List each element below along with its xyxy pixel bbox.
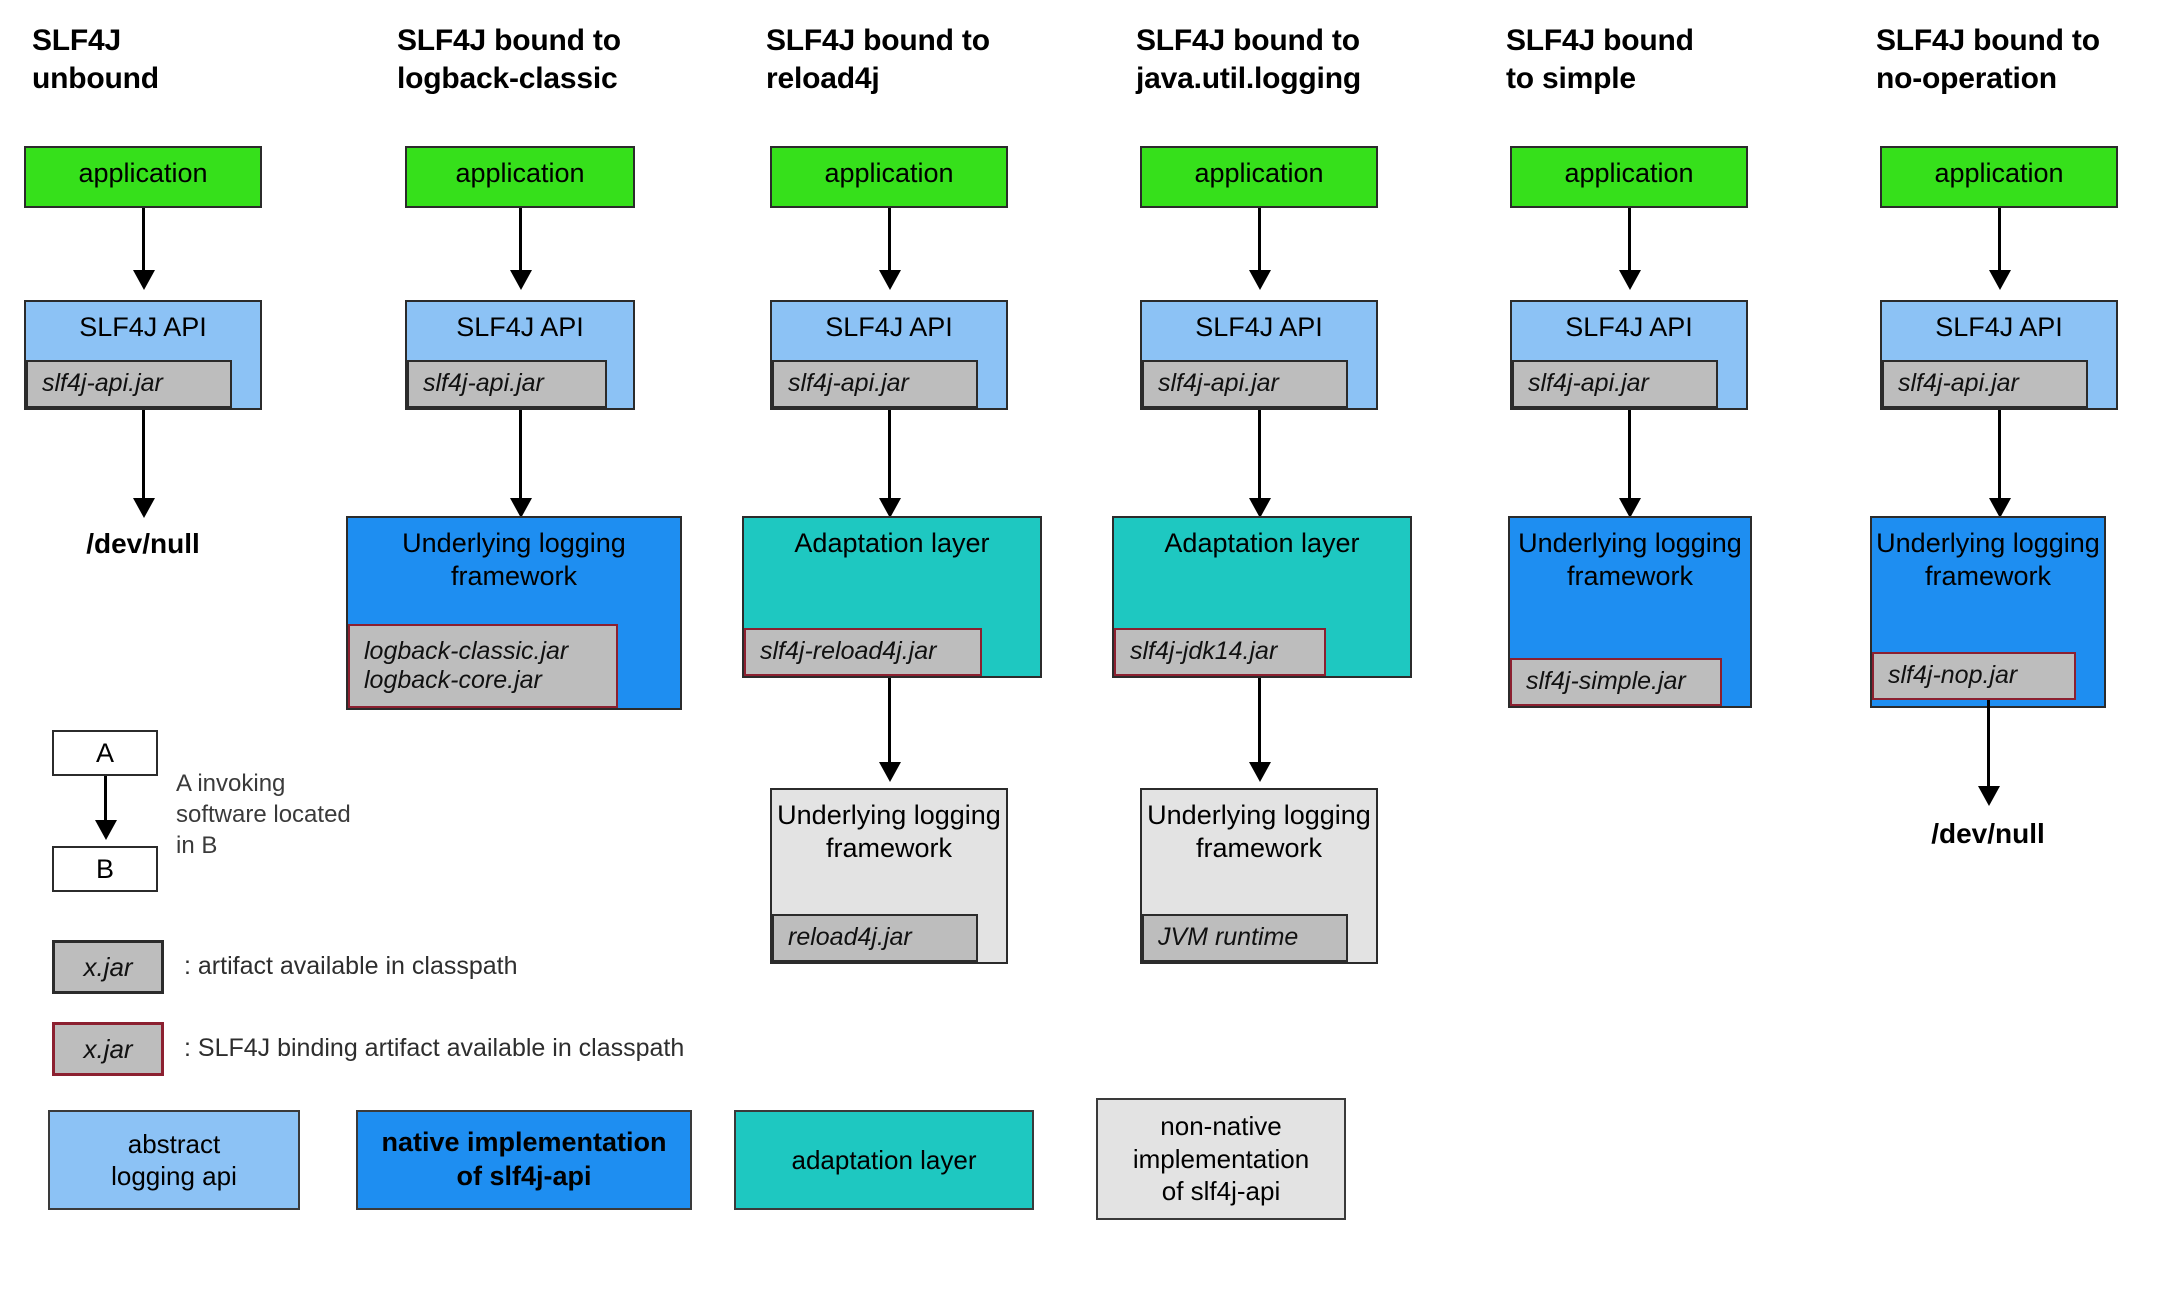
arrow-line (1628, 208, 1631, 272)
arrow-line (1998, 208, 2001, 272)
column-header-reload4j: SLF4J bound to reload4j (766, 24, 990, 96)
jar-chip-slf4j-api: slf4j-api.jar (772, 360, 978, 408)
legend-swatch-label: adaptation layer (791, 1144, 977, 1175)
arrow-head (133, 270, 155, 290)
node-label: Underlying logging framework (1876, 528, 2100, 591)
node-label: application (455, 158, 585, 188)
legend-chip-artifact-label: x.jar (83, 951, 133, 982)
column-header-simple: SLF4J bound to simple (1506, 24, 1694, 96)
node-application-nop: application (1880, 146, 2118, 208)
arrow-head (1249, 270, 1271, 290)
legend-chip-artifact: x.jar (52, 940, 164, 994)
legend-swatch-abstract-api: abstract logging api (48, 1110, 300, 1210)
node-label: SLF4J API (1195, 312, 1323, 342)
node-label: application (1564, 158, 1694, 188)
legend-box-a: A (52, 730, 158, 776)
arrow-line (888, 678, 891, 764)
node-application-reload4j: application (770, 146, 1008, 208)
node-label: Underlying logging framework (1518, 528, 1742, 591)
arrow-line (888, 410, 891, 500)
legend-swatch-label: non-native implementation of slf4j-api (1132, 1111, 1310, 1207)
legend-binding-artifact-description: : SLF4J binding artifact available in cl… (184, 1034, 685, 1062)
legend-box-b-label: B (95, 853, 114, 884)
node-label: SLF4J API (456, 312, 584, 342)
jar-chip-slf4j-nop: slf4j-nop.jar (1872, 652, 2076, 700)
jar-chip-jvm-runtime: JVM runtime (1142, 914, 1348, 962)
arrow-line (888, 208, 891, 272)
arrow-head (1619, 270, 1641, 290)
terminal-dev-null: /dev/null (86, 528, 200, 559)
arrow-head (1249, 762, 1271, 782)
arrow-line (519, 208, 522, 272)
arrow-line (142, 208, 145, 272)
node-label: Underlying logging framework (402, 528, 626, 591)
legend-chip-binding-artifact-label: x.jar (83, 1033, 133, 1064)
jar-chip-slf4j-api: slf4j-api.jar (407, 360, 607, 408)
node-label: SLF4J API (79, 312, 207, 342)
arrow-line (1987, 700, 1990, 788)
node-label: application (78, 158, 208, 188)
legend-swatch-non-native-impl: non-native implementation of slf4j-api (1096, 1098, 1346, 1220)
arrow-line (1258, 208, 1261, 272)
legend-swatch-adaptation-layer: adaptation layer (734, 1110, 1034, 1210)
jar-chip-slf4j-jdk14: slf4j-jdk14.jar (1114, 628, 1326, 676)
jar-chip-slf4j-api: slf4j-api.jar (1142, 360, 1348, 408)
column-header-jul: SLF4J bound to java.util.logging (1136, 24, 1361, 96)
arrow-head (1989, 270, 2011, 290)
node-label: SLF4J API (825, 312, 953, 342)
node-underlying-framework-reload4j: Underlying logging framework (770, 788, 1008, 964)
arrow-head (510, 498, 532, 518)
arrow-head (510, 270, 532, 290)
legend-chip-binding-artifact: x.jar (52, 1022, 164, 1076)
jar-chip-slf4j-api: slf4j-api.jar (1882, 360, 2088, 408)
node-application-logback: application (405, 146, 635, 208)
node-label: application (824, 158, 954, 188)
legend-box-a-label: A (95, 737, 114, 768)
node-label: application (1194, 158, 1324, 188)
node-label: Underlying logging framework (777, 800, 1001, 863)
jar-chip-slf4j-api: slf4j-api.jar (26, 360, 232, 408)
arrow-head (133, 498, 155, 518)
node-label: SLF4J API (1565, 312, 1693, 342)
node-label: Underlying logging framework (1147, 800, 1371, 863)
node-application-unbound: application (24, 146, 262, 208)
arrow-line (1258, 410, 1261, 500)
arrow-line (1998, 410, 2001, 500)
arrow-head (1619, 498, 1641, 518)
jar-chip-reload4j: reload4j.jar (772, 914, 978, 962)
legend-artifact-description: : artifact available in classpath (184, 952, 518, 980)
node-label: SLF4J API (1935, 312, 2063, 342)
arrow-head (95, 820, 117, 840)
node-label: application (1934, 158, 2064, 188)
jar-chip-slf4j-simple: slf4j-simple.jar (1510, 658, 1722, 706)
legend-invocation-caption: A invoking software located in B (176, 770, 351, 860)
arrow-head (879, 270, 901, 290)
node-label: Adaptation layer (794, 528, 990, 558)
arrow-line (1258, 678, 1261, 764)
arrow-head (1249, 498, 1271, 518)
arrow-head (1989, 498, 2011, 518)
legend-swatch-native-impl: native implementation of slf4j-api (356, 1110, 692, 1210)
arrow-line (104, 776, 107, 824)
column-header-logback: SLF4J bound to logback-classic (397, 24, 621, 96)
arrow-head (879, 762, 901, 782)
arrow-line (519, 410, 522, 500)
column-header-nop: SLF4J bound to no-operation (1876, 24, 2100, 96)
terminal-dev-null: /dev/null (1931, 818, 2045, 849)
arrow-line (1628, 410, 1631, 500)
legend-swatch-label: abstract logging api (111, 1128, 237, 1192)
legend-box-b: B (52, 846, 158, 892)
legend-swatch-label: native implementation of slf4j-api (381, 1127, 667, 1191)
node-application-jul: application (1140, 146, 1378, 208)
arrow-head (879, 498, 901, 518)
jar-chip-logback: logback-classic.jar logback-core.jar (348, 624, 618, 708)
jar-chip-slf4j-reload4j: slf4j-reload4j.jar (744, 628, 982, 676)
node-label: Adaptation layer (1164, 528, 1360, 558)
arrow-line (142, 410, 145, 500)
column-header-unbound: SLF4J unbound (32, 24, 159, 96)
jar-chip-slf4j-api: slf4j-api.jar (1512, 360, 1718, 408)
node-application-simple: application (1510, 146, 1748, 208)
arrow-head (1978, 786, 2000, 806)
